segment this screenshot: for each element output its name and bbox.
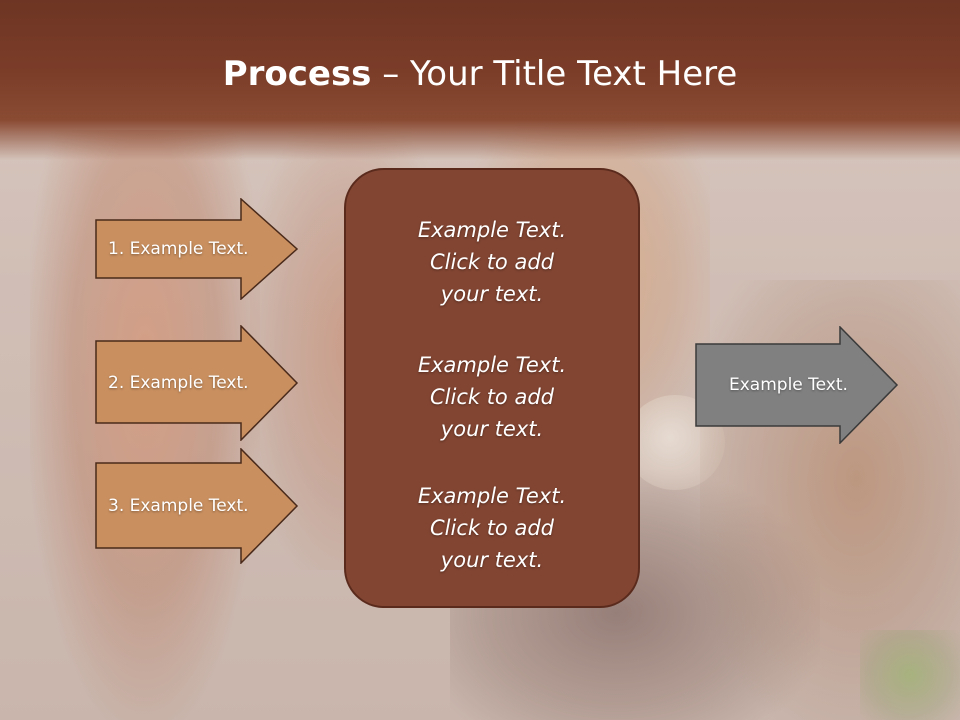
center-text-block-1[interactable]: Example Text. Click to add your text. [346,214,638,310]
result-arrow[interactable]: Example Text. [695,326,899,444]
arrow-shape [695,326,899,444]
center-text-line: your text. [440,417,544,441]
arrow-shape [95,448,299,564]
process-step-label: 1. Example Text. [108,239,249,259]
process-step-arrow-3[interactable]: 3. Example Text. [95,448,299,564]
title-bold: Process [222,54,372,94]
center-text-line: Click to add [429,250,554,274]
process-step-arrow-2[interactable]: 2. Example Text. [95,325,299,441]
center-text-line: Example Text. [417,218,567,242]
title-band [0,0,960,160]
center-text-box[interactable]: Example Text. Click to add your text. Ex… [344,168,640,608]
process-step-arrow-1[interactable]: 1. Example Text. [95,198,299,300]
center-text-line: Click to add [429,385,554,409]
process-step-label: 3. Example Text. [108,496,249,516]
background-hops [860,630,960,720]
center-text-line: Example Text. [417,353,567,377]
center-text-block-2[interactable]: Example Text. Click to add your text. [346,349,638,445]
arrow-shape [95,198,299,300]
center-text-line: your text. [440,282,544,306]
center-text-line: Click to add [429,516,554,540]
center-text-line: your text. [440,548,544,572]
slide-title[interactable]: Process – Your Title Text Here [0,50,960,98]
title-rest: – Your Title Text Here [371,54,738,94]
center-text-block-3[interactable]: Example Text. Click to add your text. [346,480,638,576]
center-text-line: Example Text. [417,484,567,508]
arrow-shape [95,325,299,441]
process-step-label: 2. Example Text. [108,373,249,393]
result-label: Example Text. [729,375,848,395]
